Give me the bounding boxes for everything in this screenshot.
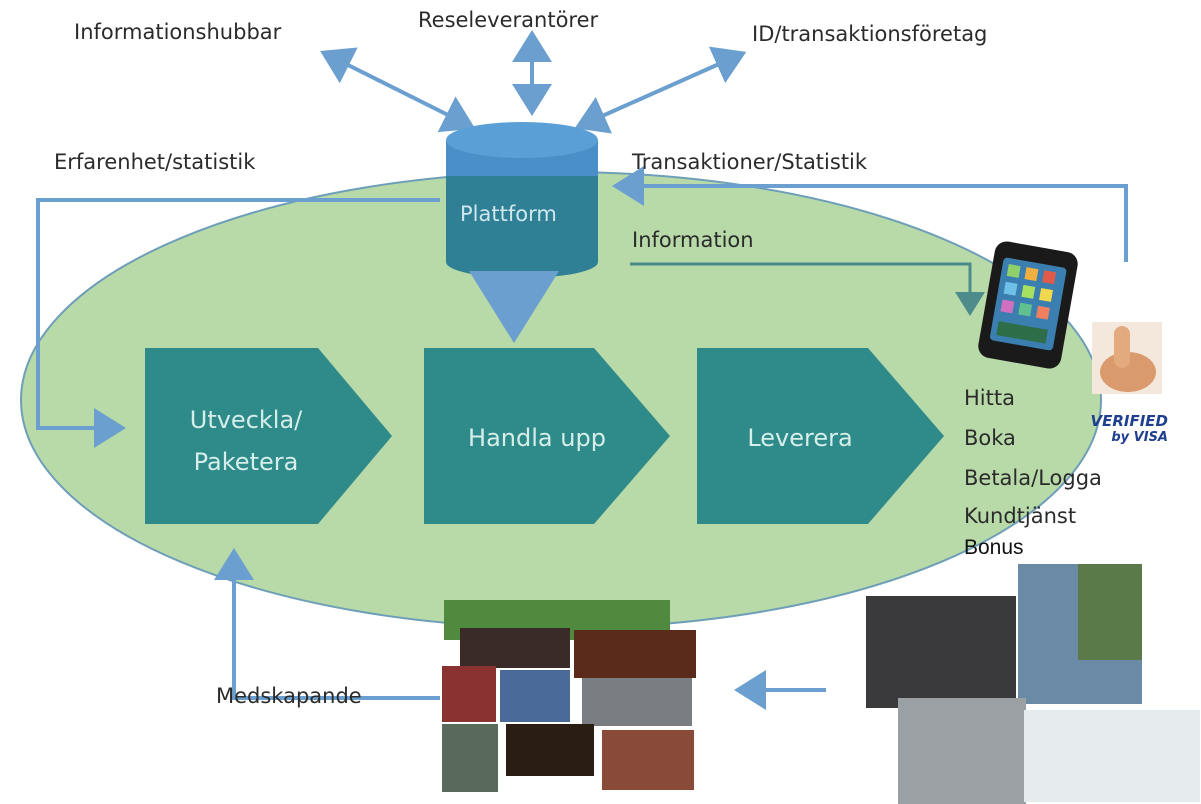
arrow-transaktioner bbox=[612, 166, 1128, 262]
step-label-leverera: Leverera bbox=[747, 424, 852, 452]
photo-night-town bbox=[506, 724, 594, 776]
verified-by-visa-logo: VERIFIED by VISA bbox=[1068, 412, 1168, 445]
photo-street bbox=[582, 678, 692, 726]
action-betala: Betala/Logga bbox=[964, 466, 1102, 490]
action-hitta: Hitta bbox=[964, 386, 1015, 410]
step-shape-leverera bbox=[697, 348, 944, 524]
photo-collage bbox=[440, 600, 702, 794]
step-label-utveckla-2: Paketera bbox=[194, 448, 299, 476]
action-bonus: Bonus bbox=[964, 536, 1024, 559]
photo-handshake bbox=[500, 670, 570, 722]
platform-cylinder bbox=[446, 122, 598, 278]
by-visa-text: by VISA bbox=[1111, 430, 1168, 445]
arrow-information bbox=[630, 262, 985, 316]
label-id-transaktion: ID/transaktionsföretag bbox=[752, 22, 988, 46]
mobile-phone-icon bbox=[978, 241, 1078, 369]
photo-restaurant bbox=[574, 630, 696, 678]
label-transaktioner: Transaktioner/Statistik bbox=[632, 150, 868, 174]
photo-crowd bbox=[442, 666, 496, 722]
step-label-utveckla-1: Utveckla/ bbox=[190, 406, 303, 434]
photo-cyclist bbox=[898, 698, 1026, 804]
step-label-handla: Handla upp bbox=[468, 424, 606, 452]
platform-label: Plattform bbox=[460, 202, 557, 226]
thumbs-up-icon bbox=[1092, 322, 1162, 394]
action-boka: Boka bbox=[964, 426, 1016, 450]
vehicle-collage bbox=[864, 562, 1201, 804]
label-reseleverantorer: Reseleverantörer bbox=[418, 8, 599, 32]
label-informationshubbar: Informationshubbar bbox=[74, 20, 282, 44]
photo-house bbox=[602, 730, 694, 790]
arrow-erfarenhet-loop bbox=[36, 198, 440, 448]
photo-electric-car bbox=[1024, 710, 1200, 802]
step-shape-handla bbox=[424, 348, 670, 524]
label-erfarenhet: Erfarenhet/statistik bbox=[54, 150, 256, 174]
arrow-id-transaktion bbox=[574, 46, 747, 134]
arrow-informationshubbar bbox=[320, 47, 476, 133]
step-shape-utveckla bbox=[145, 348, 392, 524]
arrow-medskapande bbox=[214, 548, 440, 700]
photo-group-meeting bbox=[460, 628, 570, 668]
photo-taxi bbox=[866, 596, 1016, 708]
photo-street-green bbox=[1078, 564, 1142, 660]
label-medskapande: Medskapande bbox=[216, 684, 362, 708]
action-kundtjanst: Kundtjänst bbox=[964, 504, 1077, 528]
label-information: Information bbox=[632, 228, 754, 252]
photo-building bbox=[442, 724, 498, 792]
verified-text: VERIFIED bbox=[1090, 412, 1168, 430]
